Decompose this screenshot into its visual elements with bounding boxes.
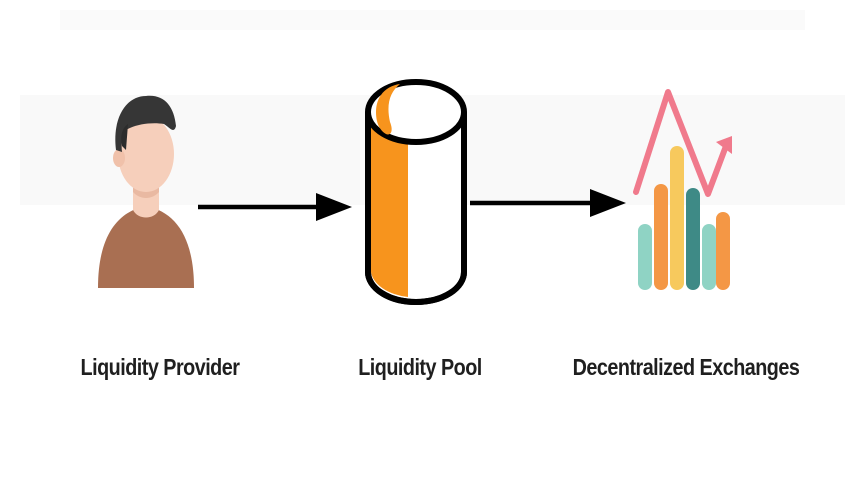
chart-icon <box>630 84 742 294</box>
node-label-decentralized-exchanges: Decentralized Exchanges <box>572 354 800 380</box>
arrow-pool-to-exchanges <box>470 186 628 220</box>
person-icon <box>86 88 206 293</box>
cylinder-icon <box>360 72 472 312</box>
arrow-provider-to-pool <box>198 190 354 224</box>
node-label-liquidity-provider: Liquidity Provider <box>80 354 240 380</box>
node-label-liquidity-pool: Liquidity Pool <box>358 354 482 380</box>
